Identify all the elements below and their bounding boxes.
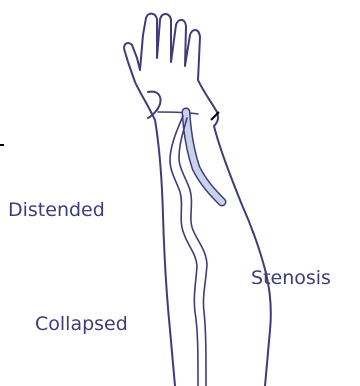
collapsed-label: Collapsed xyxy=(35,315,128,334)
stenosis-label: Stenosis xyxy=(251,269,331,288)
graft-tube xyxy=(186,112,222,202)
palm-crease xyxy=(148,92,161,118)
distended-label: Distended xyxy=(8,201,105,220)
wrist-line xyxy=(158,112,198,114)
